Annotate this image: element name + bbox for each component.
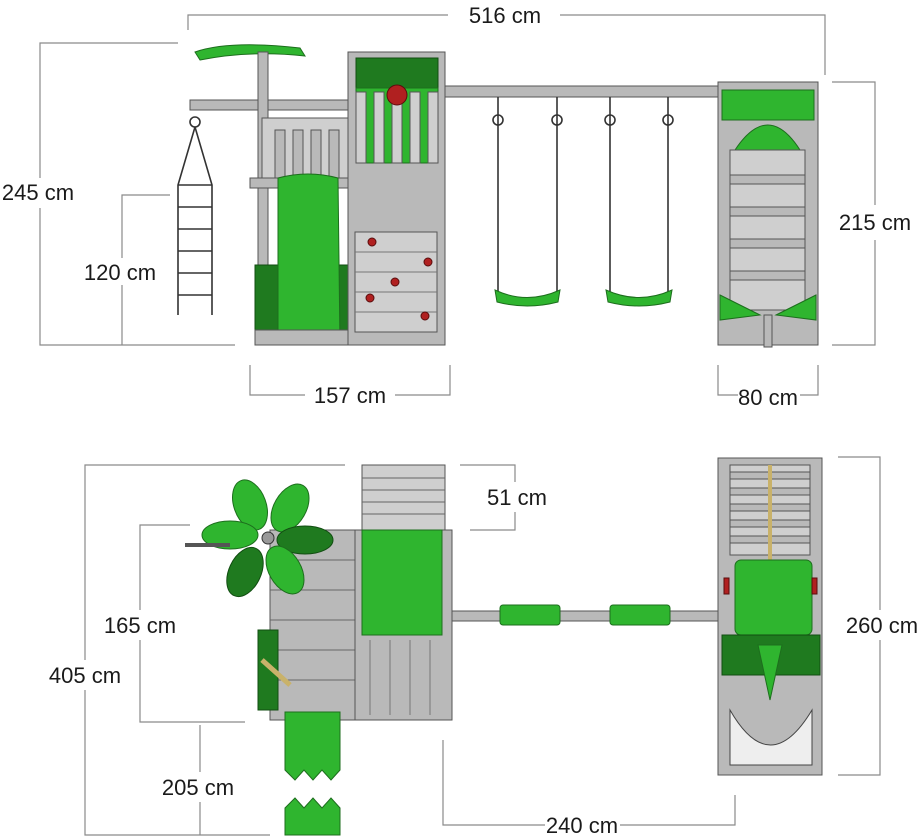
front-view xyxy=(177,44,819,348)
dim-165: 165 cm xyxy=(104,613,176,638)
dim-215: 215 cm xyxy=(839,210,911,235)
dim-51: 51 cm xyxy=(487,485,547,510)
dim-205: 205 cm xyxy=(162,775,234,800)
swing-beam-top xyxy=(444,610,736,622)
dim-80: 80 cm xyxy=(738,385,798,410)
left-crossbar xyxy=(189,99,351,111)
climbing-frame-top xyxy=(717,457,823,776)
rope-ladder xyxy=(177,116,213,315)
swing-2 xyxy=(604,97,674,307)
dim-120: 120 cm xyxy=(84,260,156,285)
dim-240: 240 cm xyxy=(546,813,618,838)
swing-seat-1 xyxy=(499,604,561,626)
swing-seat-2 xyxy=(609,604,671,626)
dim-245: 245 cm xyxy=(2,180,74,205)
deck xyxy=(269,529,361,721)
tower-ladder xyxy=(361,464,446,531)
climbing-frame xyxy=(717,81,819,348)
dim-516: 516 cm xyxy=(469,3,541,28)
tower-roof xyxy=(361,529,443,636)
dim-157: 157 cm xyxy=(314,383,386,408)
steering-wheel xyxy=(386,84,408,106)
swing-1 xyxy=(492,97,563,307)
top-view xyxy=(185,457,823,836)
front-dimensions: 516 cm 245 cm 120 cm 157 cm 215 cm 80 cm xyxy=(2,3,911,410)
swing-beam xyxy=(444,85,731,98)
slide-top xyxy=(284,711,341,836)
dim-405: 405 cm xyxy=(49,663,121,688)
palm-top xyxy=(185,479,334,598)
slide xyxy=(277,173,341,346)
dim-260: 260 cm xyxy=(846,613,918,638)
palm-roof xyxy=(194,44,306,61)
top-dimensions: 51 cm 405 cm 165 cm 205 cm 240 cm 260 cm xyxy=(49,456,918,838)
